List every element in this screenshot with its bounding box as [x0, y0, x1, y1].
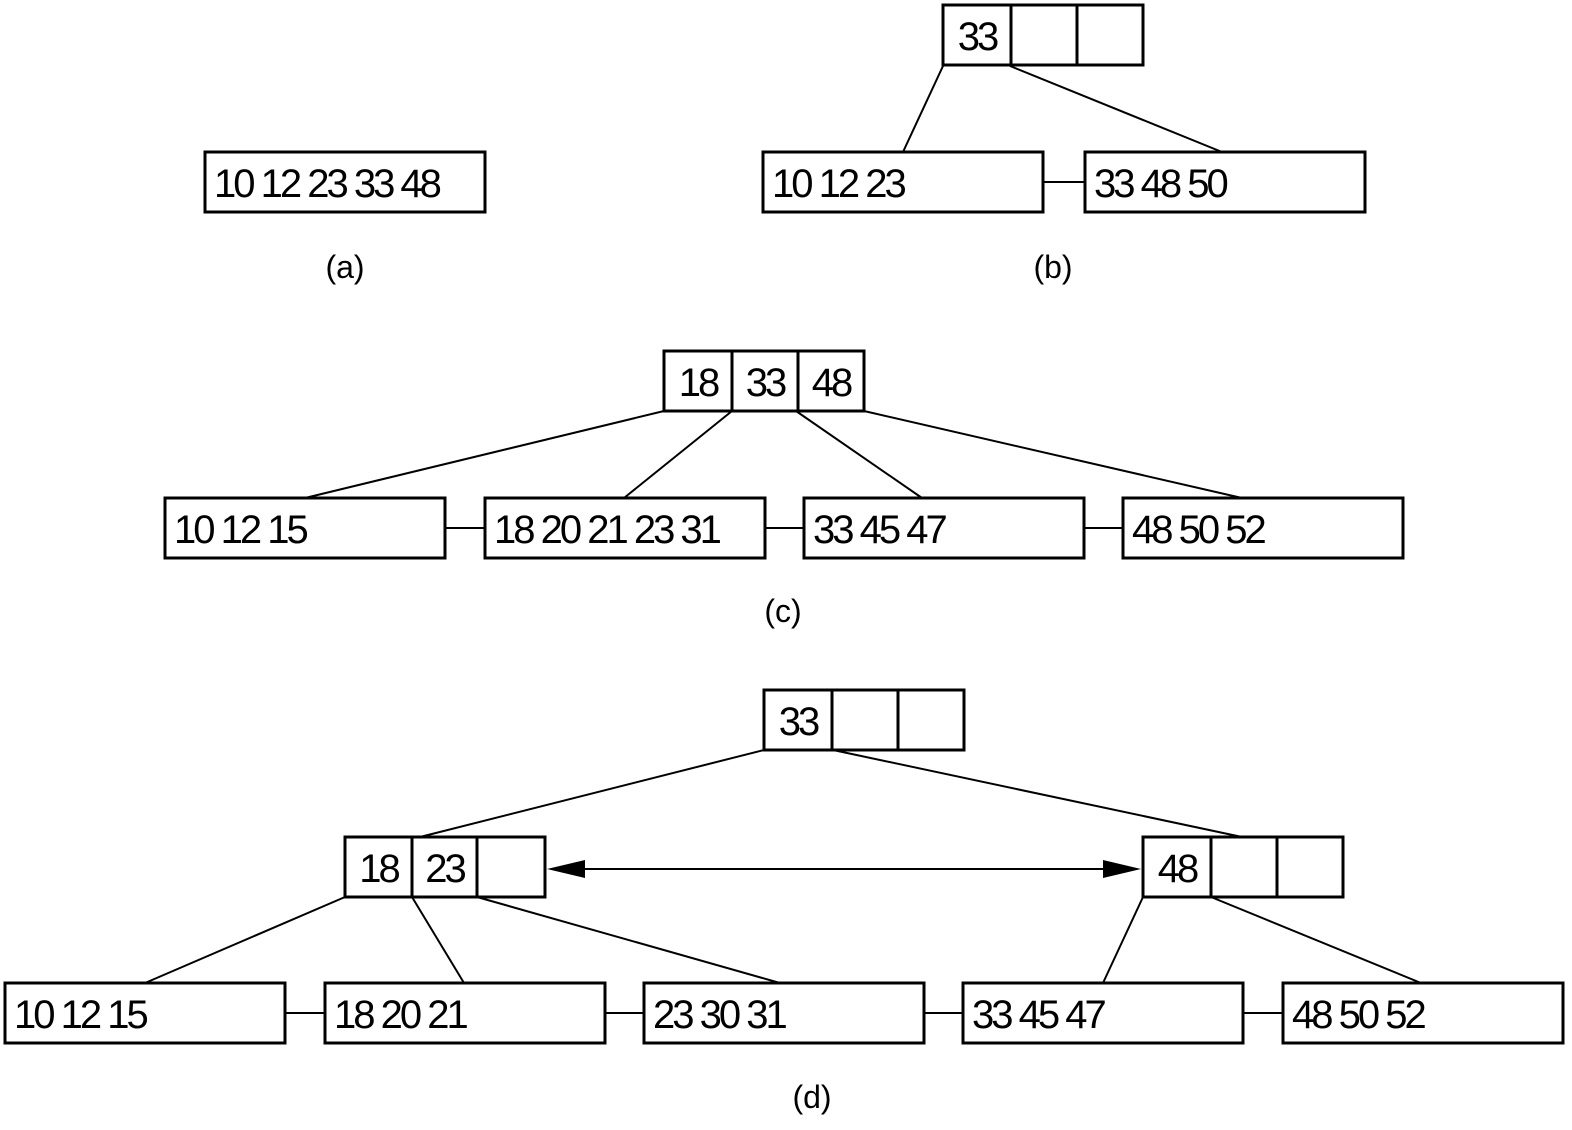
index-key: 18: [359, 847, 399, 891]
leaf-keys: 48 50 52: [1132, 508, 1265, 552]
edge: [476, 896, 781, 984]
index-cell: [1009, 3, 1079, 67]
edge: [623, 410, 733, 499]
index-key: 23: [425, 847, 465, 891]
arrowhead-right-icon: [1103, 860, 1141, 878]
edge: [411, 896, 465, 984]
leaf-node: [802, 496, 1086, 560]
index-cell: [796, 349, 866, 413]
panel-label: (b): [1033, 249, 1072, 285]
leaf-keys: 33 48 50: [1094, 162, 1227, 206]
index-cell: [343, 835, 414, 899]
index-cell: [830, 688, 900, 752]
leaf-node: [3, 981, 287, 1045]
index-cell: [475, 835, 547, 899]
index-key: 48: [1158, 847, 1198, 891]
panel-label: (a): [325, 249, 364, 285]
panel-label: (d): [792, 1079, 831, 1115]
edge: [795, 410, 923, 499]
index-key: 33: [746, 361, 786, 405]
edge: [304, 410, 665, 499]
leaf-keys: 10 12 23 33 48: [214, 162, 441, 206]
index-cell: [896, 688, 966, 752]
edge: [832, 749, 1243, 838]
index-key: 33: [779, 700, 819, 744]
leaf-keys: 23 30 31: [653, 993, 786, 1037]
leaf-keys: 10 12 23: [772, 162, 905, 206]
leaf-keys: 10 12 15: [174, 508, 307, 552]
leaf-node: [961, 981, 1245, 1045]
leaf-node: [1121, 496, 1405, 560]
index-cell: [941, 3, 1013, 67]
index-cell: [1209, 835, 1279, 899]
leaf-keys: 18 20 21: [334, 993, 467, 1037]
edge: [1210, 896, 1422, 984]
leaf-keys: 48 50 52: [1292, 993, 1425, 1037]
index-key: 33: [958, 15, 998, 59]
index-key: 18: [679, 361, 719, 405]
edge: [902, 65, 944, 153]
index-key: 48: [812, 361, 852, 405]
panel-label: (c): [764, 593, 801, 629]
edge: [863, 410, 1243, 499]
leaf-node: [1083, 150, 1367, 214]
edge: [1102, 896, 1144, 984]
leaf-node: [642, 981, 926, 1045]
leaf-node: [203, 150, 487, 214]
index-cell: [1275, 835, 1345, 899]
index-cell: [1075, 3, 1145, 67]
leaf-keys: 33 45 47: [972, 993, 1105, 1037]
leaf-keys: 10 12 15: [14, 993, 147, 1037]
leaf-keys: 33 45 47: [813, 508, 946, 552]
edge: [419, 749, 765, 838]
edge: [144, 896, 346, 984]
leaf-keys: 18 20 21 23 31: [494, 508, 721, 552]
edge: [1009, 65, 1223, 153]
index-cell: [762, 688, 834, 752]
arrowhead-left-icon: [547, 860, 585, 878]
leaf-node: [761, 150, 1045, 214]
